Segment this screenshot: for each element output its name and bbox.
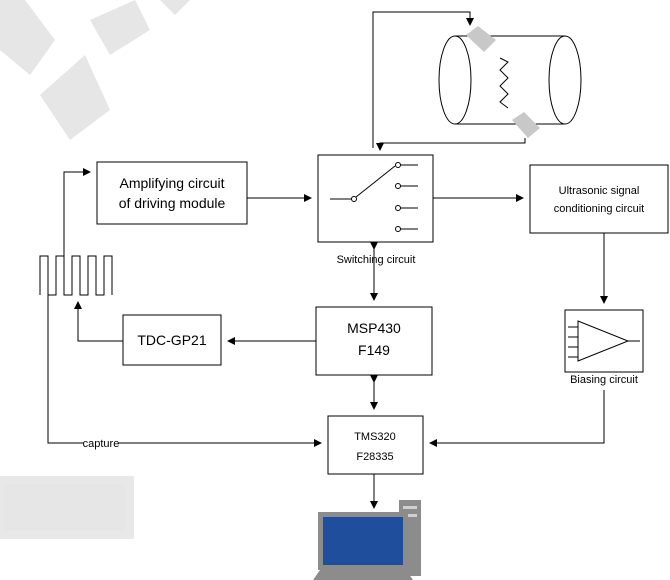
amplifying-line-1: Amplifying circuit — [119, 175, 224, 191]
tdc-block: TDC-GP21 — [122, 314, 222, 366]
pipe-sensor-icon — [438, 26, 582, 138]
tms320-line-2: F28335 — [356, 451, 393, 463]
amplifying-line-2: of driving module — [119, 195, 226, 211]
ultrasonic-circuit-block: Ultrasonic signal conditioning circuit — [529, 164, 669, 234]
capture-label: capture — [83, 438, 120, 450]
connections — [47, 11, 608, 509]
watermark — [0, 0, 190, 539]
ultrasonic-line-1: Ultrasonic signal — [559, 185, 640, 197]
pulse-train-icon — [39, 255, 113, 296]
amplifying-circuit-block: Amplifying circuit of driving module — [96, 161, 248, 225]
msp430-line-2: F149 — [358, 342, 390, 358]
transducer-top-icon — [466, 26, 496, 52]
switching-circuit-block — [317, 154, 434, 243]
ultrasonic-line-2: conditioning circuit — [554, 203, 645, 215]
tdc-label: TDC-GP21 — [137, 332, 206, 348]
transducer-bottom-icon — [512, 112, 540, 138]
tms320-block: TMS320 F28335 — [327, 415, 424, 475]
computer-icon — [313, 500, 421, 580]
biasing-circuit-label: Biasing circuit — [570, 374, 638, 386]
msp430-block: MSP430 F149 — [315, 306, 433, 376]
biasing-circuit-block — [564, 309, 644, 373]
switching-circuit-label: Switching circuit — [337, 254, 416, 266]
tms320-line-1: TMS320 — [354, 431, 396, 443]
msp430-line-1: MSP430 — [347, 320, 401, 336]
